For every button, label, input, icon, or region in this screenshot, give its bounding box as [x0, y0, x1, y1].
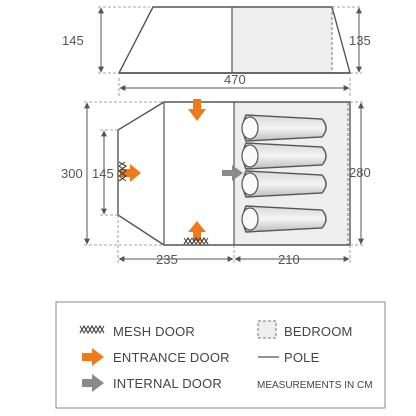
legend-measurements: MEASUREMENTS IN CM — [257, 380, 373, 391]
side-bedroom-shading — [231, 6, 333, 74]
overall-length-dimension: 470 — [118, 72, 351, 96]
bedroom-width-label: 280 — [349, 165, 371, 180]
legend: MESH DOOR ENTRANCE DOOR INTERNAL DOOR BE… — [55, 301, 386, 409]
internal-door-arrow — [222, 165, 243, 181]
mesh-door-icon — [79, 324, 105, 335]
sleeping-bag — [241, 142, 327, 170]
legend-entrance-door: ENTRANCE DOOR — [113, 350, 230, 365]
entrance-arrow-top — [188, 99, 206, 121]
sleeping-bags — [241, 114, 327, 233]
legend-bedroom: BEDROOM — [284, 324, 353, 339]
mesh-door-bottom — [183, 236, 209, 246]
bedroom-swatch-icon — [257, 320, 277, 339]
floor-plan — [117, 99, 351, 246]
sleeping-bag — [241, 170, 327, 198]
sleeping-bag — [241, 205, 327, 233]
entrance-arrow-icon — [82, 348, 104, 366]
side-elevation: 145 135 — [62, 6, 371, 74]
side-height-left-label: 145 — [62, 33, 84, 48]
legend-pole: POLE — [284, 350, 320, 365]
plan-width-label: 300 — [61, 166, 83, 181]
door-width-label: 145 — [92, 166, 114, 181]
living-length-label: 235 — [156, 252, 178, 267]
legend-internal-door: INTERNAL DOOR — [113, 376, 222, 391]
bedroom-length-label: 210 — [278, 252, 300, 267]
side-height-right-label: 135 — [349, 33, 371, 48]
legend-box — [55, 301, 386, 409]
overall-length-label: 470 — [224, 72, 246, 87]
entrance-arrow-left — [120, 164, 141, 182]
sleeping-bag — [241, 114, 327, 142]
legend-mesh-door: MESH DOOR — [113, 324, 195, 339]
plan-dimensions: 300 145 280 235 210 — [61, 101, 371, 267]
entrance-arrow-bottom — [188, 221, 206, 241]
internal-arrow-icon — [82, 374, 104, 392]
mesh-door-left — [117, 161, 128, 182]
